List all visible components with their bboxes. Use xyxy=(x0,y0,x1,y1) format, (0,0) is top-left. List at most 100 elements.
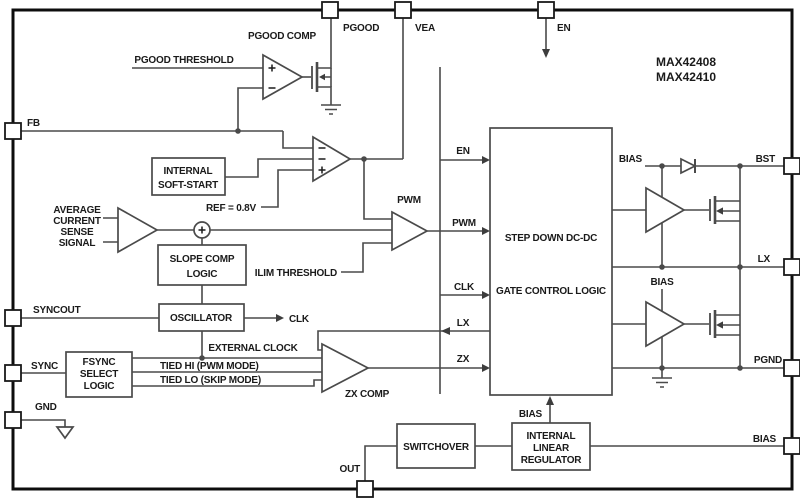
sense-input-wires xyxy=(103,217,118,243)
pgood-comparator xyxy=(262,53,304,101)
junction-dot xyxy=(737,365,743,371)
fet-source-wire xyxy=(715,220,741,267)
arrow-left-icon xyxy=(441,327,450,335)
regulator-section: SWITCHOVER INTERNAL LINEAR REGULATOR BIA… xyxy=(364,396,784,481)
soft-start-label-1: INTERNAL xyxy=(164,166,213,177)
clk-signal-label: CLK xyxy=(454,282,475,293)
fet-drain-wire xyxy=(715,267,741,316)
clock-section: OSCILLATOR CLK EXTERNAL CLOCK FSYNC SELE… xyxy=(21,303,490,400)
pin-en xyxy=(537,1,555,19)
pin-out-label: OUT xyxy=(339,464,360,475)
pin-bst-label: BST xyxy=(756,154,775,165)
low-side-driver xyxy=(645,300,686,348)
switchover-block xyxy=(396,423,476,469)
pgood-comparator-section: PGOOD COMP PGOOD THRESHOLD xyxy=(21,18,341,149)
oscillator-label: OSCILLATOR xyxy=(170,313,233,324)
en-signal-label: EN xyxy=(456,146,470,157)
fet-body-wire xyxy=(723,201,741,221)
arrow-right-icon xyxy=(276,314,284,322)
fb-wire xyxy=(21,130,313,149)
junction-dot xyxy=(235,128,241,134)
slope-comp-block xyxy=(157,244,247,286)
ilim-threshold-label: ILIM THRESHOLD xyxy=(255,268,337,279)
gate-control-label-2: GATE CONTROL LOGIC xyxy=(496,286,606,297)
part-number-1: MAX42408 xyxy=(656,55,716,69)
ground-icon xyxy=(652,368,672,388)
fsync-block xyxy=(65,351,133,398)
tied-lo-wire xyxy=(132,379,322,387)
junction-dot xyxy=(659,264,665,270)
clk-out-label: CLK xyxy=(289,314,310,325)
slope-comp-label-1: SLOPE COMP xyxy=(170,254,235,265)
junction-dot xyxy=(659,163,665,169)
linreg-label-2: LINEAR xyxy=(533,443,570,454)
bias-mid-label: BIAS xyxy=(650,277,674,288)
avg-current-label-2: CURRENT xyxy=(53,216,101,227)
plus-mark xyxy=(198,226,206,234)
pin-vea xyxy=(394,1,412,19)
fsync-label-1: FSYNC xyxy=(83,357,116,368)
high-side-driver xyxy=(645,186,686,234)
tied-lo-label: TIED LO (SKIP MODE) xyxy=(160,375,261,386)
gnd-wire xyxy=(21,419,66,427)
ilim-wire xyxy=(341,242,392,273)
gate-control-section: STEP DOWN DC-DC GATE CONTROL LOGIC xyxy=(489,127,613,396)
pwm-signal-label: PWM xyxy=(452,218,476,229)
ground-triangle-icon xyxy=(55,426,75,440)
pin-syncout xyxy=(4,309,22,327)
pin-gnd-label: GND xyxy=(35,402,57,413)
gate-control-label-1: STEP DOWN DC-DC xyxy=(505,233,597,244)
switchover-label: SWITCHOVER xyxy=(403,442,470,453)
signal-bus: EN PWM CLK LX ZX xyxy=(439,67,490,394)
bootstrap-diode-icon xyxy=(680,157,697,175)
pin-pgnd-label: PGND xyxy=(754,355,782,366)
arrow-down-icon xyxy=(542,49,550,58)
arrow-right-icon xyxy=(482,156,490,164)
ground-icon xyxy=(321,104,341,115)
lx-signal-label: LX xyxy=(457,318,470,329)
avg-current-label-1: AVERAGE xyxy=(53,205,101,216)
plus-mark xyxy=(268,64,276,72)
pin-pgnd xyxy=(783,359,800,377)
fet-body-wire xyxy=(723,315,741,335)
low-side-mosfet xyxy=(709,267,741,368)
current-sense-amp xyxy=(117,206,159,254)
ref-wire xyxy=(261,169,313,208)
external-clock-label: EXTERNAL CLOCK xyxy=(208,343,298,354)
fet-body-arrow-icon xyxy=(319,73,325,81)
fsync-label-3: LOGIC xyxy=(84,381,115,392)
pwm-comparator xyxy=(391,210,429,252)
power-stage-section: BIAS BIAS xyxy=(612,154,784,388)
pin-lx xyxy=(783,258,800,276)
arrow-right-icon xyxy=(482,291,490,299)
lx-feedback-wire xyxy=(317,330,490,351)
pin-gnd xyxy=(4,411,22,429)
linreg-label-3: REGULATOR xyxy=(521,455,583,466)
en-pin-section xyxy=(542,18,550,58)
pin-pgood xyxy=(321,1,339,19)
current-sense-section: AVERAGE CURRENT SENSE SIGNAL SLOPE COMP … xyxy=(53,205,392,304)
zx-comparator xyxy=(321,342,370,394)
fet-body-arrow-icon xyxy=(716,207,723,215)
erramp-to-pwmcomp-wire xyxy=(363,159,392,220)
slope-comp-label-2: LOGIC xyxy=(187,269,218,280)
high-side-mosfet xyxy=(709,166,741,267)
zx-signal-label: ZX xyxy=(457,354,470,365)
pwm-comparator-section: ILIM THRESHOLD PWM xyxy=(255,195,486,279)
fet-drain-wire xyxy=(317,18,332,69)
pin-fb xyxy=(4,122,22,140)
pin-syncout-label: SYNCOUT xyxy=(33,305,81,316)
avg-current-label-3: SENSE xyxy=(61,227,94,238)
pins: PGOOD VEA EN FB SYNCOUT SYNC GND BST LX … xyxy=(4,1,800,498)
part-numbers: MAX42408 MAX42410 xyxy=(656,55,716,84)
pin-sync-label: SYNC xyxy=(31,361,58,372)
zx-comp-label: ZX COMP xyxy=(345,389,390,400)
part-number-2: MAX42410 xyxy=(656,70,716,84)
pin-bias-label: BIAS xyxy=(753,434,777,445)
pgood-threshold-label: PGOOD THRESHOLD xyxy=(134,55,233,66)
bias-reg-label: BIAS xyxy=(519,409,543,420)
error-amp-section: INTERNAL SOFT-START REF = 0.8V xyxy=(151,18,404,220)
pgood-mosfet xyxy=(311,18,341,115)
fet-source-wire xyxy=(715,334,741,368)
arrow-right-icon xyxy=(482,364,490,372)
